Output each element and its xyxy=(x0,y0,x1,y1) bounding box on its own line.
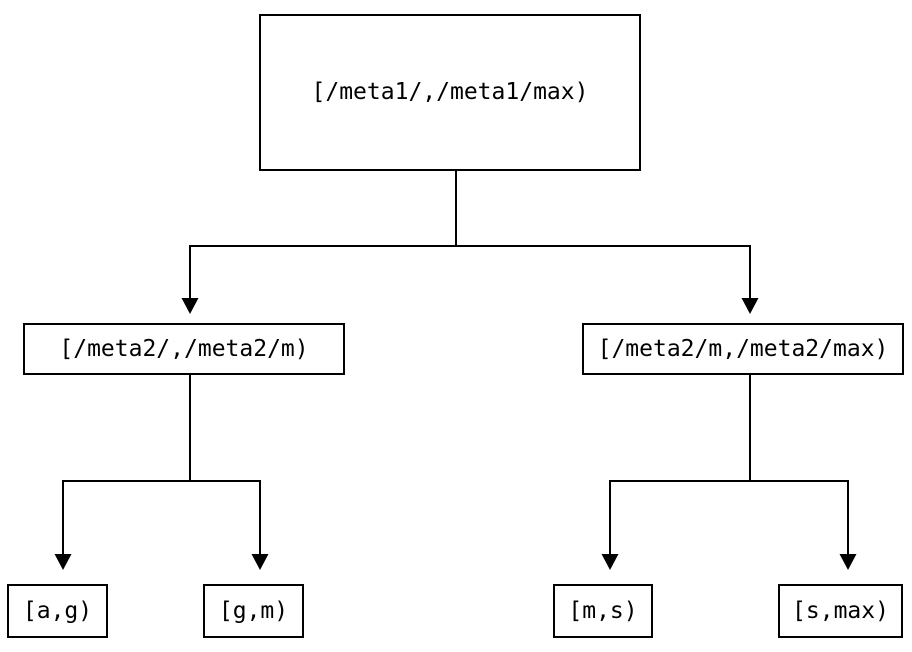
node-root: [/meta1/,/meta1/max) xyxy=(259,14,641,171)
edge-mid-left-to-leaves-rail xyxy=(62,480,261,556)
arrowhead-mid-left-icon xyxy=(181,298,199,314)
node-leaf-gm: [g,m) xyxy=(203,584,304,638)
arrowhead-leaf-ag-icon xyxy=(54,554,72,570)
node-mid-left: [/meta2/,/meta2/m) xyxy=(23,323,345,375)
arrowhead-leaf-smax-icon xyxy=(839,554,857,570)
edge-mid-right-to-leaves-rail xyxy=(609,480,849,556)
edge-root-to-level2-rail xyxy=(189,245,751,300)
node-leaf-smax: [s,max) xyxy=(778,584,903,638)
node-leaf-ag: [a,g) xyxy=(7,584,108,638)
arrowhead-leaf-ms-icon xyxy=(601,554,619,570)
arrowhead-leaf-gm-icon xyxy=(251,554,269,570)
arrowhead-mid-right-icon xyxy=(741,298,759,314)
node-mid-right: [/meta2/m,/meta2/max) xyxy=(582,323,904,375)
node-leaf-ms: [m,s) xyxy=(553,584,653,638)
